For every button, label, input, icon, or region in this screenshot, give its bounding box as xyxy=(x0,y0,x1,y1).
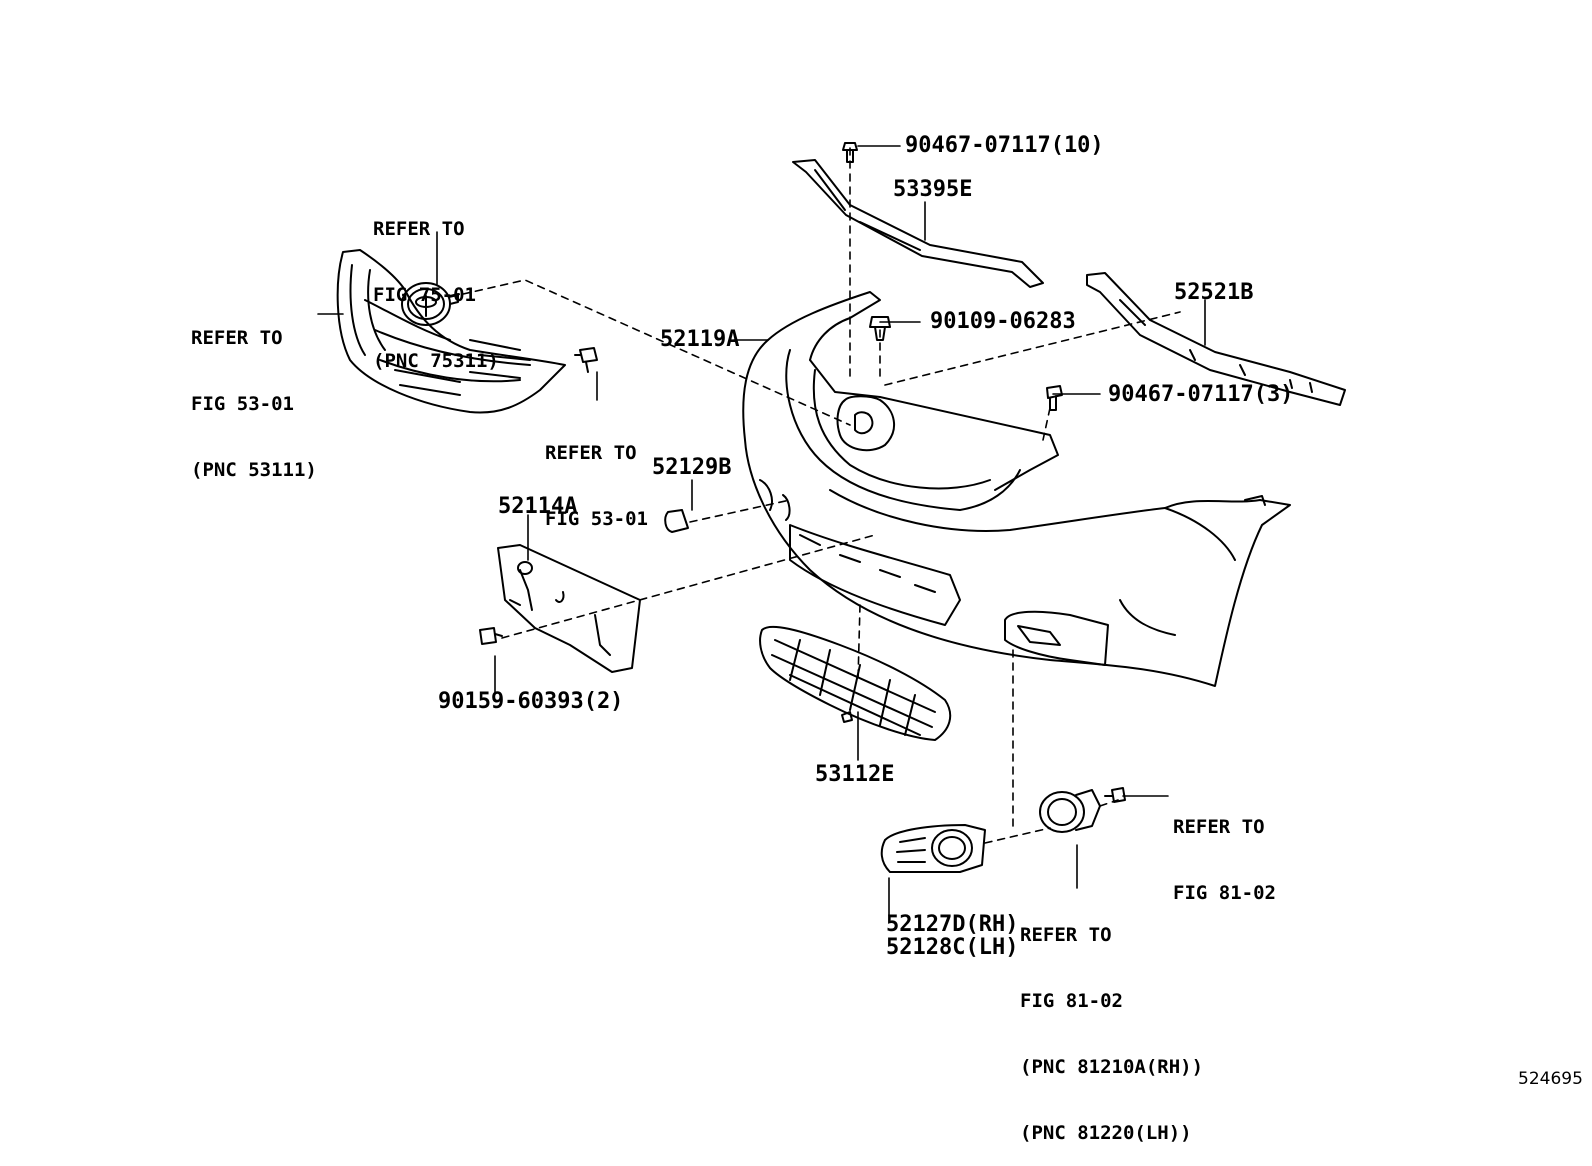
parts-diagram: 90467-07117(10) 53395E 52521B 90109-0628… xyxy=(191,133,1583,1145)
exploded-view-drawing xyxy=(317,142,1346,916)
part-number-52521b[interactable]: 52521B xyxy=(1174,280,1254,305)
part-number-90467-07117-3[interactable]: 90467-07117(3) xyxy=(1108,382,1294,407)
clip-90467-side xyxy=(1046,385,1063,411)
lower-grille-53112e xyxy=(759,625,952,741)
reference-fog-lamp-screw[interactable]: REFER TO FIG 81-02 xyxy=(1173,772,1276,926)
fog-lamp-screw xyxy=(1104,787,1126,803)
fog-lamp xyxy=(1039,789,1101,833)
part-number-53112e[interactable]: 53112E xyxy=(815,762,895,787)
reference-line: REFER TO xyxy=(373,218,465,240)
part-number-52129b[interactable]: 52129B xyxy=(652,455,732,480)
reference-line: FIG 53-01 xyxy=(545,508,648,530)
clip-90109 xyxy=(869,316,891,341)
part-number-52128c-lh[interactable]: 52128C(LH) xyxy=(886,935,1019,960)
reference-line: (PNC 53111) xyxy=(191,459,317,481)
illustration-id: 524695 xyxy=(1518,1069,1583,1089)
part-number-90159-60393-2[interactable]: 90159-60393(2) xyxy=(438,689,624,714)
part-number-90467-07117-10[interactable]: 90467-07117(10) xyxy=(905,133,1104,158)
reference-emblem[interactable]: REFER TO FIG 75-01 (PNC 75311) xyxy=(373,174,499,394)
screw-90159 xyxy=(479,627,503,645)
reference-line: FIG 81-02 xyxy=(1173,882,1276,904)
part-number-52127d-rh[interactable]: 52127D(RH) xyxy=(886,912,1019,937)
upper-retainer-53395e xyxy=(792,159,1044,288)
reference-grille-clip[interactable]: REFER TO FIG 53-01 xyxy=(545,398,648,552)
part-number-52119a[interactable]: 52119A xyxy=(660,327,740,352)
side-support-52521b xyxy=(1086,272,1346,406)
reference-line: FIG 53-01 xyxy=(191,393,294,415)
grille-clip xyxy=(574,347,598,373)
reference-line: (PNC 75311) xyxy=(373,350,499,372)
part-number-52114a[interactable]: 52114A xyxy=(498,494,578,519)
reference-line: REFER TO xyxy=(1173,816,1265,838)
clip-90467-top xyxy=(842,142,858,163)
emblem xyxy=(401,282,459,326)
reference-line: REFER TO xyxy=(545,442,637,464)
cap-52129b xyxy=(664,509,689,533)
bumper-cover-52119a xyxy=(742,291,1291,687)
reference-line: (PNC 81210A(RH)) xyxy=(1020,1056,1204,1078)
reference-line: FIG 81-02 xyxy=(1020,990,1123,1012)
leader-lines xyxy=(317,145,1206,916)
reference-line: REFER TO xyxy=(191,327,283,349)
reference-line: FIG 75-01 xyxy=(373,284,476,306)
fog-lamp-cover xyxy=(880,824,986,873)
reference-line: REFER TO xyxy=(1020,924,1112,946)
part-number-90109-06283[interactable]: 90109-06283 xyxy=(930,309,1076,334)
reference-line: (PNC 81220(LH)) xyxy=(1020,1122,1192,1144)
reference-grille[interactable]: REFER TO FIG 53-01 (PNC 53111) xyxy=(191,283,317,503)
license-bracket-52114a xyxy=(497,544,641,673)
reference-fog-lamp[interactable]: REFER TO FIG 81-02 (PNC 81210A(RH)) (PNC… xyxy=(1020,880,1203,1166)
part-number-53395e[interactable]: 53395E xyxy=(893,177,973,202)
